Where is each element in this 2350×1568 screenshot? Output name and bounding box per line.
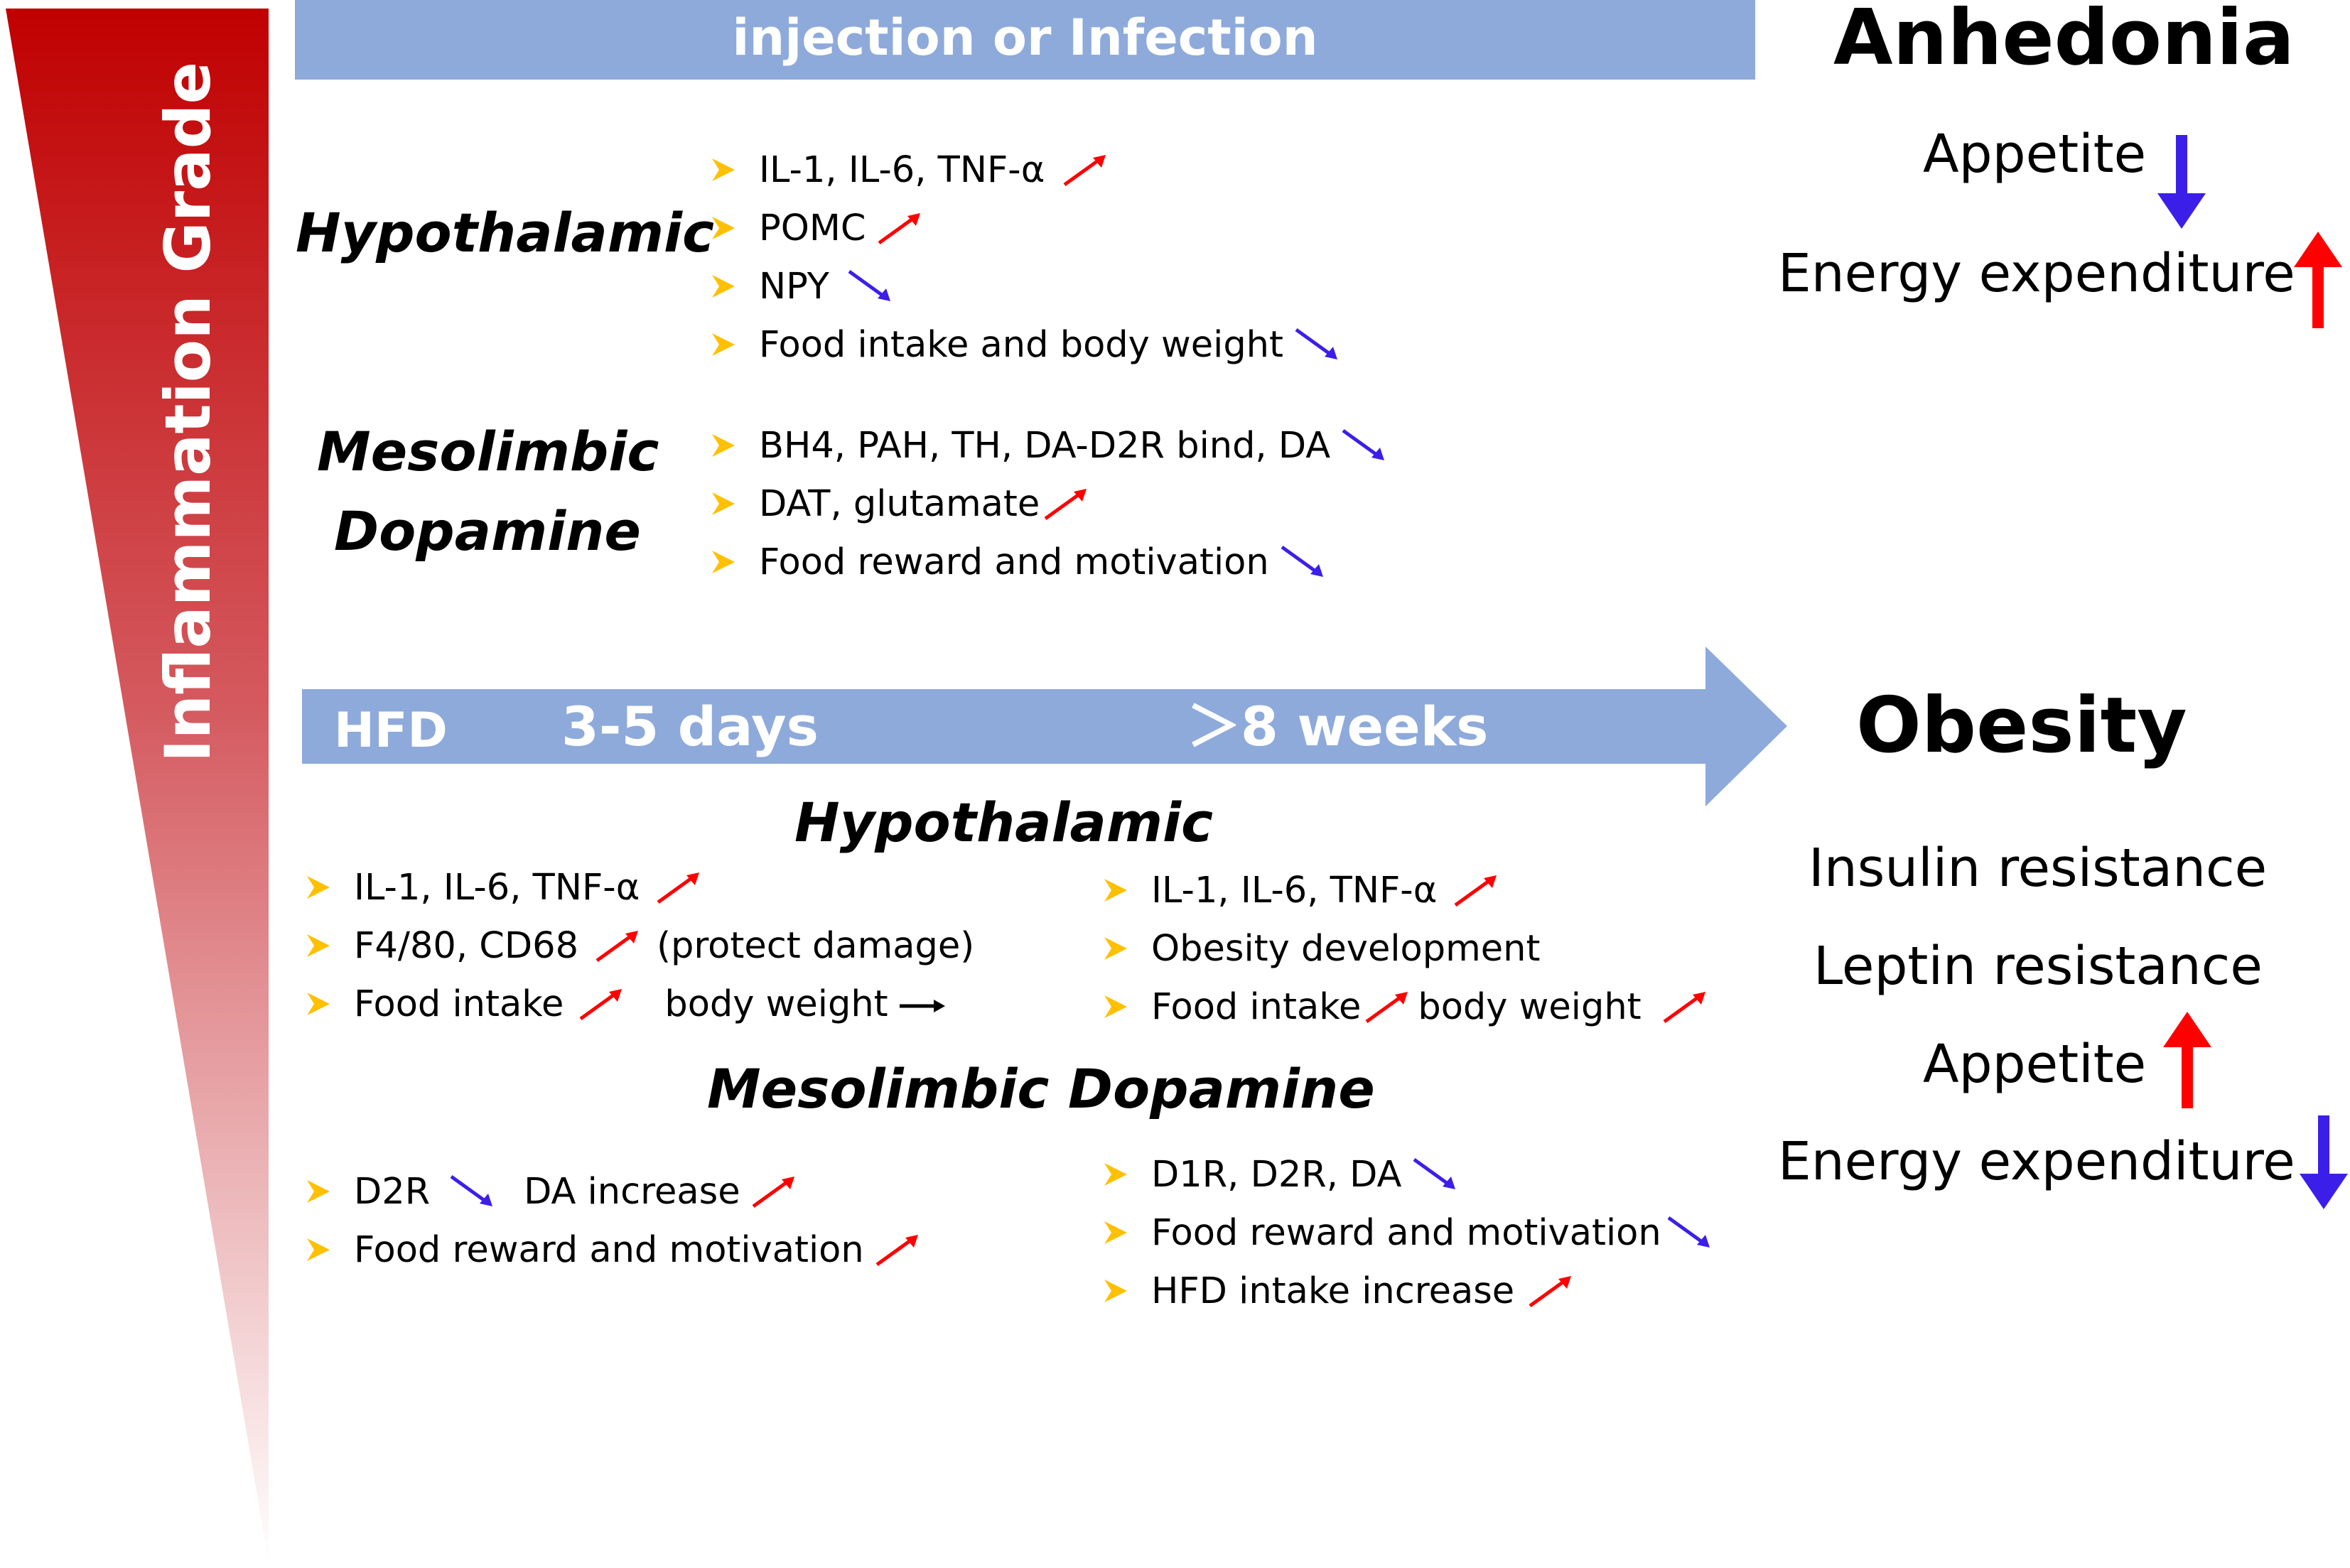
trend-flat-arrow-icon (898, 986, 945, 1022)
chevron-bullet-icon (306, 1237, 331, 1262)
trend-down-arrow-icon (1411, 1157, 1458, 1192)
chevron-bullet-icon (1103, 936, 1128, 961)
top-mesolimbic-heading-2: Dopamine (334, 499, 641, 563)
bottom-hypothalamic-heading: Hypothalamic (794, 791, 1214, 854)
bottom-hypothalamic-early-list: IL-1, IL-6, TNF-α F4/80, CD68 (protect d… (306, 858, 974, 1033)
chevron-bullet-icon (711, 274, 736, 299)
bottom-mesolimbic-early-list: D2R DA increase Food reward and motivati… (306, 1162, 921, 1279)
chevron-bullet-icon (711, 157, 736, 183)
list-item: D2R DA increase (306, 1162, 921, 1221)
anhedonia-appetite: Appetite (1923, 124, 2147, 185)
list-item: BH4, PAH, TH, DA-D2R bind, DA (711, 416, 1387, 475)
chevron-bullet-icon (711, 433, 736, 458)
top-mesolimbic-list: BH4, PAH, TH, DA-D2R bind, DA DAT, gluta… (711, 416, 1387, 591)
chevron-bullet-icon (711, 491, 736, 517)
trend-up-arrow-icon (594, 928, 641, 963)
trend-up-arrow-icon (1661, 989, 1708, 1024)
list-item: NPY (711, 257, 1340, 315)
trend-up-arrow-icon (1452, 872, 1499, 908)
trend-down-arrow-icon (1340, 428, 1387, 463)
trend-up-arrow-icon (1527, 1273, 1574, 1309)
top-banner-label: injection or Infection (732, 9, 1318, 67)
energy-up-arrow-1 (2290, 229, 2346, 331)
trend-up-arrow-icon (1364, 989, 1411, 1024)
hfd-phase-late: ＞8 weeks (1187, 695, 1489, 758)
obesity-leptin: Leptin resistance (1813, 936, 2263, 997)
list-item: IL-1, IL-6, TNF-α (306, 858, 974, 917)
top-mesolimbic-heading: Mesolimbic (317, 420, 659, 483)
chevron-bullet-icon (306, 991, 331, 1017)
chevron-bullet-icon (1103, 994, 1128, 1020)
trend-up-arrow-icon (1042, 486, 1089, 521)
chevron-bullet-icon (1103, 1220, 1128, 1245)
anhedonia-title: Anhedonia (1833, 0, 2295, 82)
top-hypothalamic-heading: Hypothalamic (296, 201, 715, 264)
list-item: F4/80, CD68 (protect damage) (306, 917, 974, 975)
list-item: Food intake and body weight (711, 315, 1340, 374)
chevron-bullet-icon (1103, 1162, 1128, 1187)
chevron-bullet-icon (306, 1179, 331, 1204)
list-item: IL-1, IL-6, TNF-α (711, 141, 1340, 199)
obesity-appetite: Appetite (1923, 1034, 2147, 1095)
trend-down-arrow-icon (846, 269, 893, 304)
energy-down-arrow-2 (2295, 1115, 2350, 1218)
list-item: Food reward and motivation (306, 1221, 921, 1279)
list-item: Food intake body weight (306, 975, 974, 1033)
obesity-title: Obesity (1856, 681, 2187, 770)
chevron-bullet-icon (306, 933, 331, 958)
chevron-bullet-icon (1103, 1278, 1128, 1304)
appetite-down-arrow-1 (2153, 135, 2210, 237)
trend-down-arrow-icon (448, 1174, 495, 1209)
appetite-up-arrow-2 (2159, 1009, 2216, 1111)
bottom-mesolimbic-late-list: D1R, D2R, DA Food reward and motivation … (1103, 1145, 1713, 1320)
hfd-label: HFD (334, 703, 448, 759)
obesity-energy: Energy expenditure (1778, 1131, 2295, 1192)
trend-up-arrow-icon (655, 870, 702, 905)
trend-up-arrow-icon (1062, 152, 1109, 188)
trend-up-arrow-icon (578, 986, 625, 1022)
top-hypothalamic-list: IL-1, IL-6, TNF-α POMC NPY Food intake a… (711, 141, 1340, 374)
bottom-hypothalamic-late-list: IL-1, IL-6, TNF-α Obesity development Fo… (1103, 861, 1708, 1036)
chevron-bullet-icon (711, 215, 736, 241)
trend-up-arrow-icon (874, 1232, 921, 1267)
chevron-bullet-icon (1103, 877, 1128, 903)
trend-up-arrow-icon (750, 1174, 797, 1209)
obesity-insulin: Insulin resistance (1809, 838, 2268, 899)
list-item: Food reward and motivation (1103, 1204, 1713, 1262)
top-banner: injection or Infection (295, 0, 1755, 80)
trend-down-arrow-icon (1293, 327, 1340, 362)
list-item: Obesity development (1103, 919, 1708, 978)
hfd-timeline-arrow (302, 647, 1787, 806)
trend-down-arrow-icon (1666, 1215, 1713, 1250)
anhedonia-energy: Energy expenditure (1778, 243, 2295, 304)
chevron-bullet-icon (711, 549, 736, 575)
inflammation-gradient-wedge (6, 9, 269, 1563)
bottom-mesolimbic-heading: Mesolimbic Dopamine (707, 1057, 1375, 1120)
list-item: POMC (711, 199, 1340, 257)
list-item: D1R, D2R, DA (1103, 1145, 1713, 1204)
list-item: DAT, glutamate (711, 475, 1387, 533)
trend-up-arrow-icon (876, 210, 923, 246)
list-item: Food reward and motivation (711, 533, 1387, 591)
list-item: IL-1, IL-6, TNF-α (1103, 861, 1708, 919)
chevron-bullet-icon (711, 332, 736, 357)
hfd-phase-early: 3-5 days (561, 695, 819, 758)
trend-down-arrow-icon (1279, 544, 1326, 580)
chevron-bullet-icon (306, 875, 331, 900)
list-item: HFD intake increase (1103, 1262, 1713, 1320)
list-item: Food intake body weight (1103, 978, 1708, 1036)
